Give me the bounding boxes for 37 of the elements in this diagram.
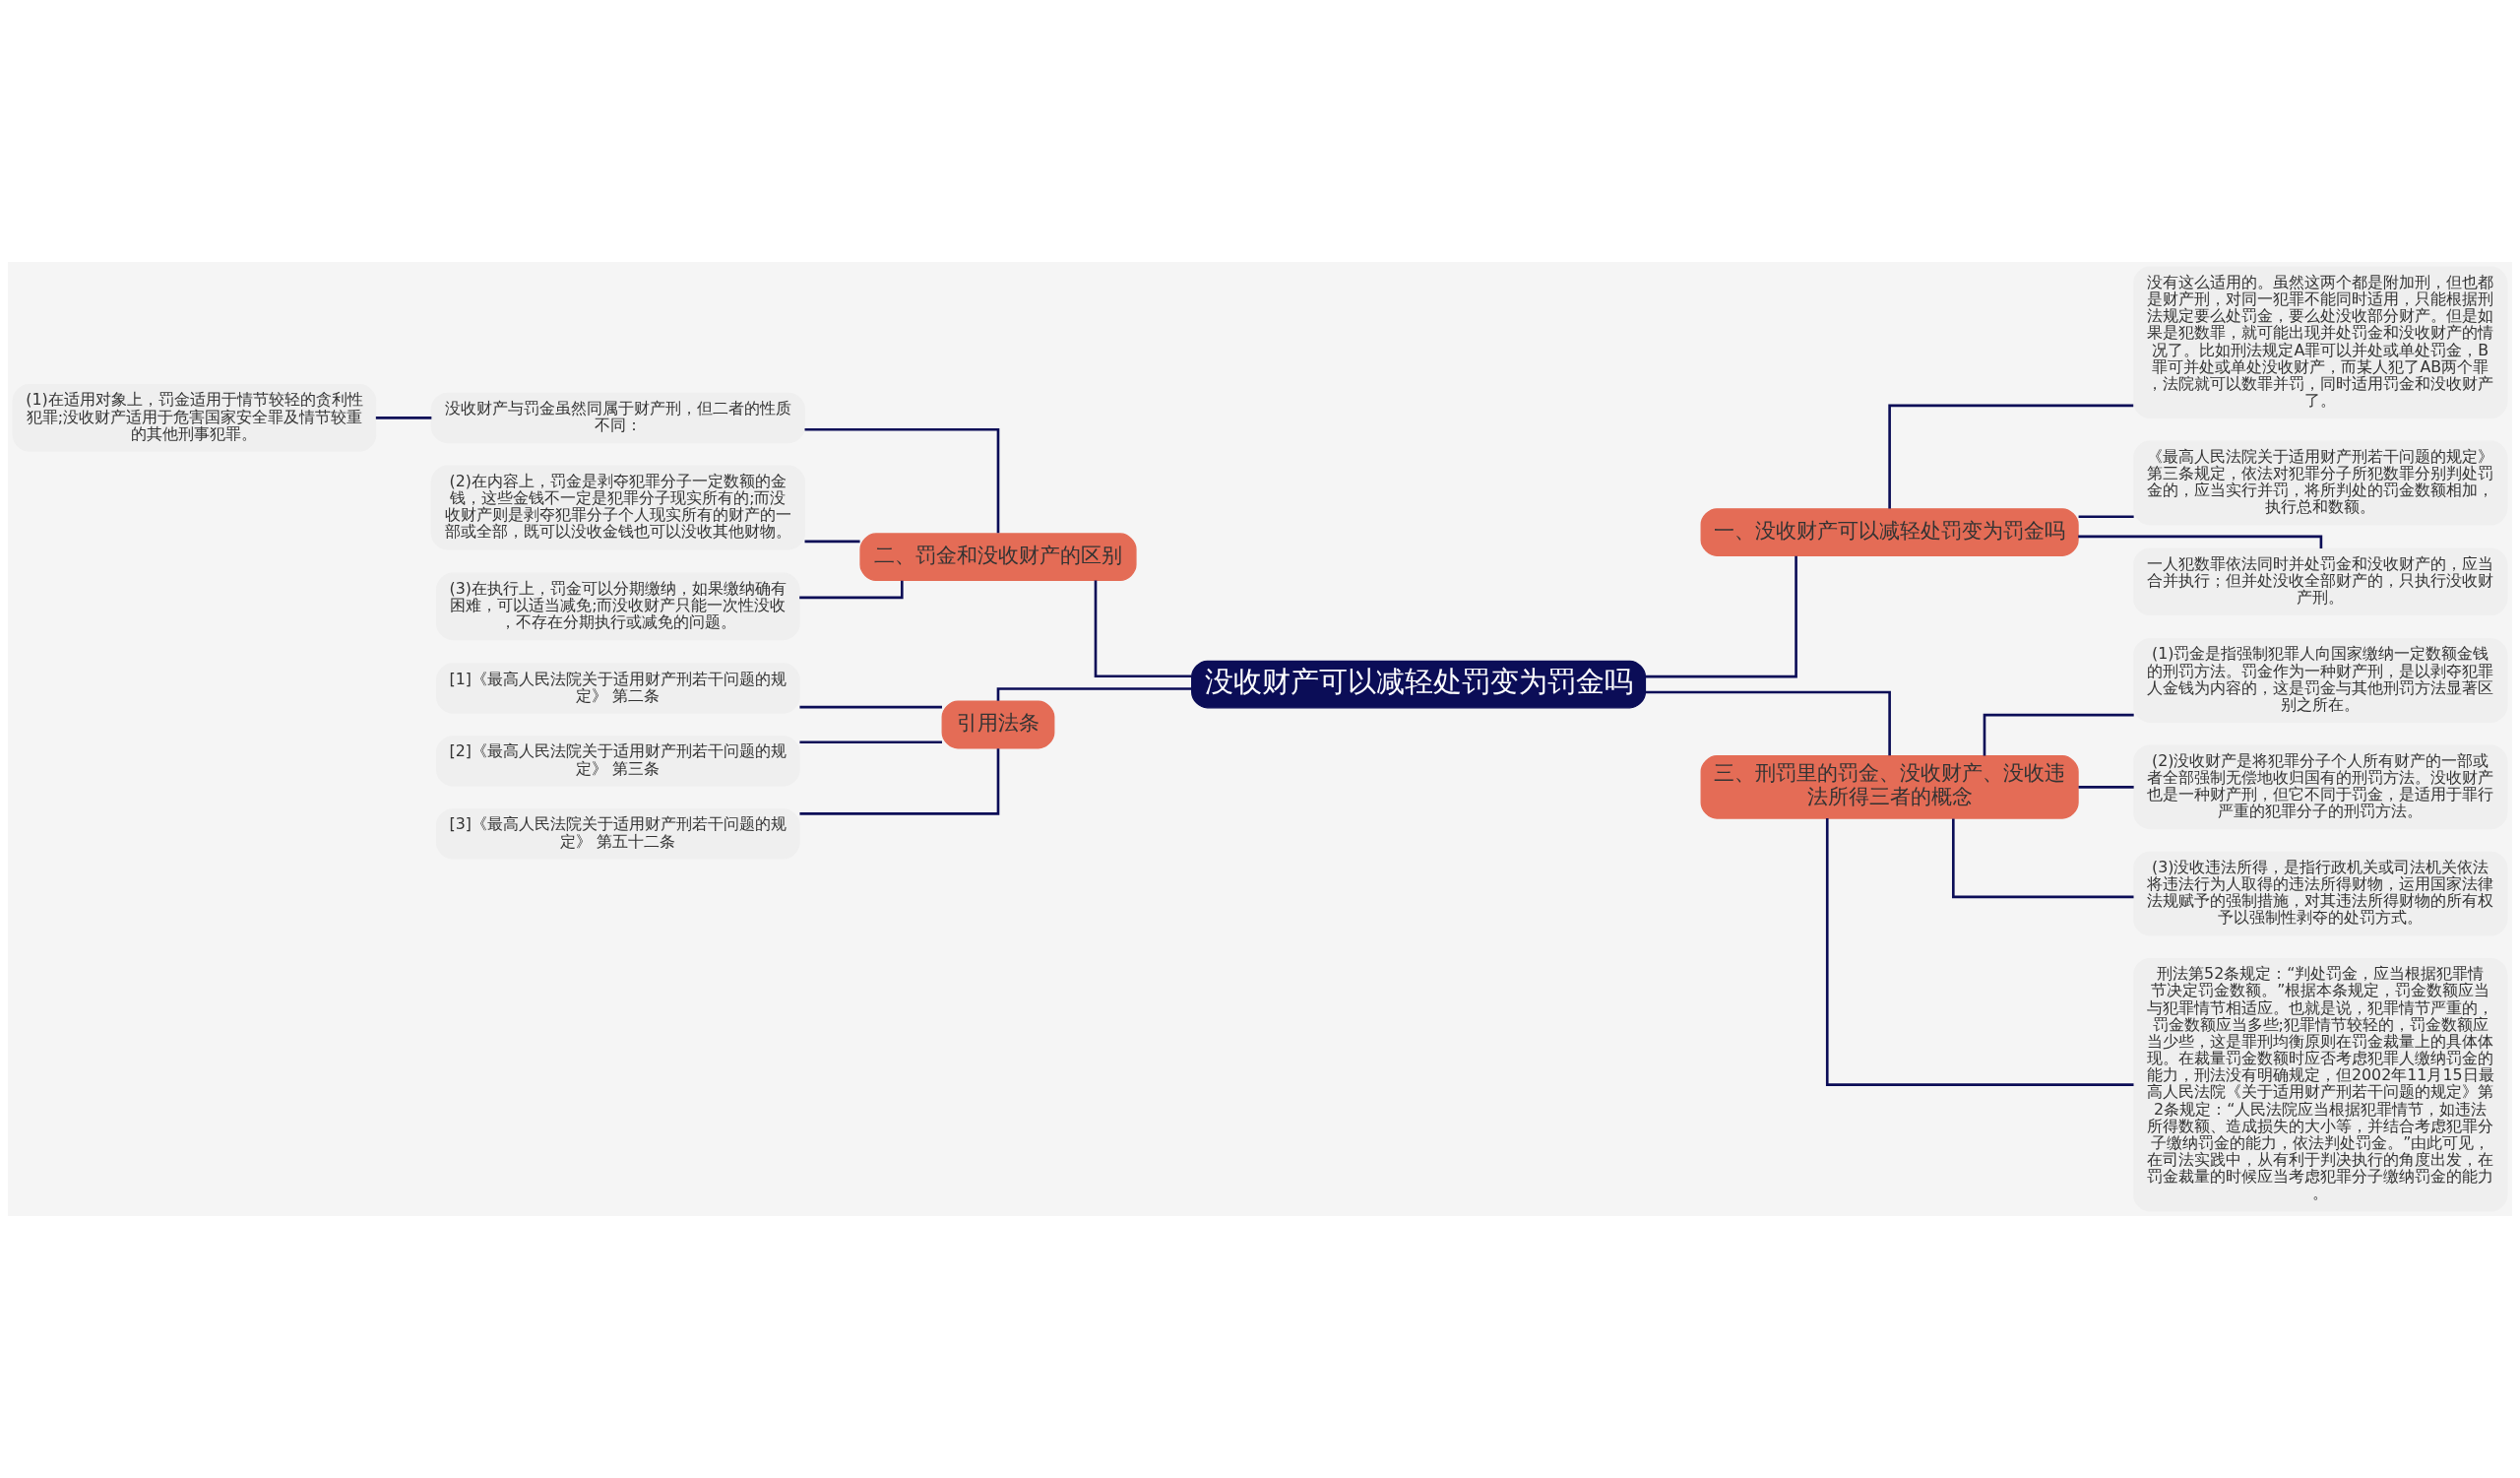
connector [1094, 580, 1192, 678]
node-box: (1)罚金是指强制犯罪人向国家缴纳一定数额金钱的刑罚方法。罚金作为一种财产刑，是以剥夺犯罪人金钱为内容的，这是罚金与其他刑罚方法显著区别之所在。 [2133, 638, 2508, 723]
node-box: [1]《最高人民法院关于适用财产刑若干问题的规定》 第二条 [436, 663, 800, 714]
connector [804, 428, 1000, 534]
node-box: 没收财产与罚金虽然同属于财产刑，但二者的性质不同： [430, 392, 805, 444]
node-box: 没收财产可以减轻处罚变为罚金吗 [1191, 660, 1647, 709]
connector [799, 580, 904, 600]
node-box: (2)在内容上，罚金是剥夺犯罪分子一定数额的金钱，这些金钱不一定是犯罪分子现实所有的;而没收财产则是剥夺犯罪分子个人现实所有的财产的一部或全部，既可以没收金钱也可以没收其他财物。 [430, 465, 805, 550]
node-box: 二、罚金和没收财产的区别 [859, 533, 1137, 582]
node-box: 引用法条 [941, 700, 1055, 749]
node-box: [3]《最高人民法院关于适用财产刑若干问题的规定》 第五十二条 [436, 808, 800, 860]
node-box: 没有这么适用的。虽然这两个都是附加刑，但也都是财产刑，对同一犯罪不能同时适用，只能根据刑法规定要么处罚金，要么处没收部分财产。但是如果是犯数罪，就可能出现并处罚金和没收财产的情况了。比如刑法规定A罪可以并处或单处罚金，B罪可并处或单处没收财产，而某人犯了AB两个罪，法院就可以数罪并罚，同时适用罚金和没收财产了。 [2133, 266, 2508, 419]
connector [1825, 818, 2134, 1086]
connector [2078, 786, 2134, 789]
connector [1645, 690, 1891, 756]
connector [799, 740, 942, 744]
connector [2078, 515, 2134, 519]
node-box: 一、没收财产可以减轻处罚变为罚金吗 [1700, 508, 2079, 556]
connector [2078, 535, 2323, 548]
node-box: 三、刑罚里的罚金、没收财产、没收违法所得三者的概念 [1700, 755, 2079, 819]
connector [804, 540, 860, 544]
connector [1645, 555, 1797, 678]
node-box: 刑法第52条规定：“判处罚金，应当根据犯罪情节决定罚金数额。”根据本条规定，罚金数额应当与犯罪情节相适应。也就是说，犯罪情节严重的，罚金数额应当多些;犯罪情节较轻的，罚金数额应当少些，这是罪刑均衡原则在罚金裁量上的具体体现。在裁量罚金数额时应否考虑犯罪人缴纳罚金的能力，刑法没有明确规定，但2002年11月15日最高人民法院《关于适用财产刑若干问题的规定》第2条规定：“人民法院应当根据犯罪情节，如违法所得数额、造成损失的大小等，并结合考虑犯罪分子缴纳罚金的能力，依法判处罚金。”由此可见，在司法实践中，从有利于判决执行的角度出发，在罚金裁量的时候应当考虑犯罪分子缴纳罚金的能力。 [2133, 957, 2508, 1212]
node-box: (3)在执行上，罚金可以分期缴纳，如果缴纳确有困难，可以适当减免;而没收财产只能一次性没收，不存在分期执行或减免的问题。 [436, 572, 800, 641]
node-box: (2)没收财产是将犯罪分子个人所有财产的一部或者全部强制无偿地收归国有的刑罚方法。没收财产也是一种财产刑，但它不同于罚金，是适用于罪行严重的犯罪分子的刑罚方法。 [2133, 744, 2508, 830]
node-box: (3)没收违法所得，是指行政机关或司法机关依法将违法行为人取得的违法所得财物，运用国家法律法规赋予的强制措施，对其违法所得财物的所有权予以强制性剥夺的处罚方式。 [2133, 851, 2508, 936]
connector [799, 748, 1000, 815]
node-box: 一人犯数罪依法同时并处罚金和没收财产的，应当合并执行；但并处没收全部财产的，只执行没收财产刑。 [2133, 547, 2508, 616]
node-box: [2]《最高人民法院关于适用财产刑若干问题的规定》 第三条 [436, 736, 800, 787]
connector [1888, 404, 2134, 509]
connector [375, 417, 432, 419]
node-box: 《最高人民法院关于适用财产刑若干问题的规定》第三条规定，依法对犯罪分子所犯数罪分别判处罚金的，应当实行并罚，将所判处的罚金数额相加，执行总和数额。 [2133, 440, 2508, 526]
connector [1983, 713, 2134, 756]
node-box: (1)在适用对象上，罚金适用于情节较轻的贪利性犯罪;没收财产适用于危害国家安全罪及情节较重的其他刑事犯罪。 [12, 384, 377, 452]
connector [799, 705, 942, 709]
connector [996, 687, 1192, 701]
connector [1952, 818, 2134, 899]
